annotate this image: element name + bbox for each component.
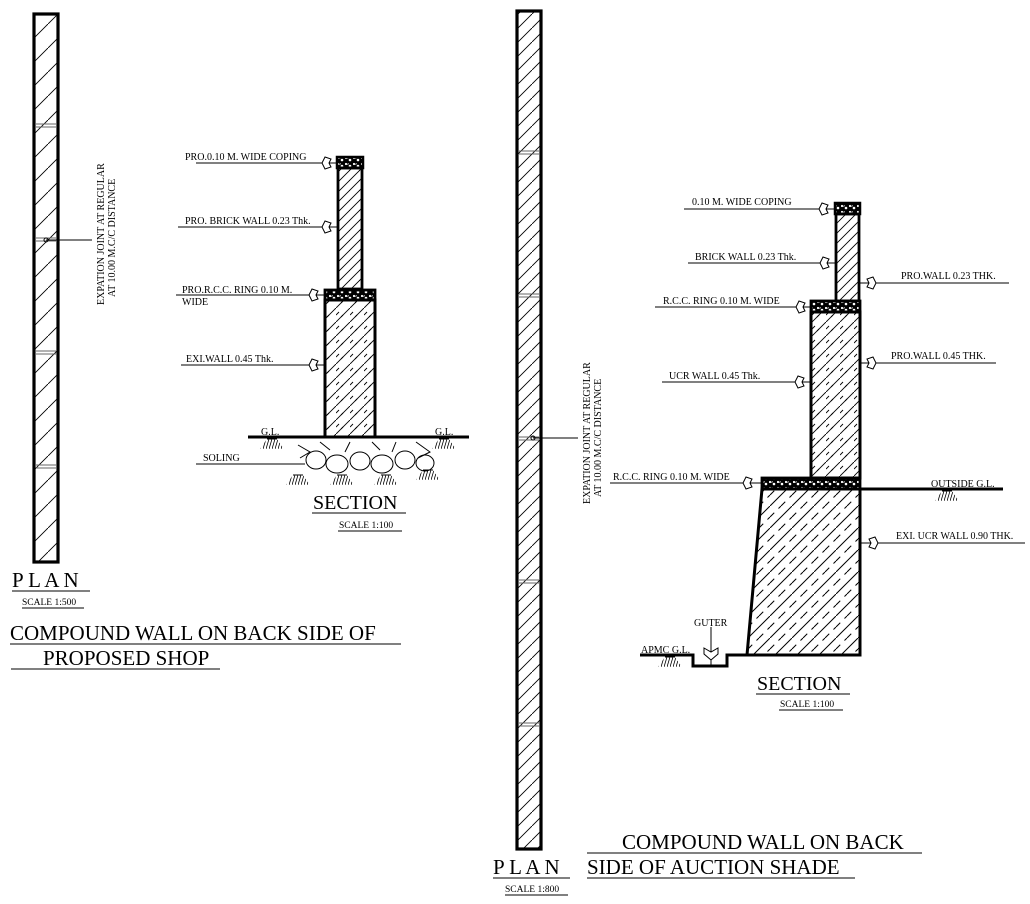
label-brick-wall: PRO. BRICK WALL 0.23 Thk. [185, 216, 311, 227]
label-coping: PRO.0.10 M. WIDE COPING [185, 152, 307, 163]
label-rcc-ring-line2: WIDE [182, 297, 208, 308]
caption-line1: COMPOUND WALL ON BACK SIDE OF [10, 621, 376, 645]
coping [833, 201, 862, 216]
label-ucr-wall: UCR WALL 0.45 Thk. [669, 371, 760, 382]
rcc-ring-lower [760, 476, 862, 491]
right-plan: EXPATION JOINT AT REGULAR AT 10.00 M.C/C… [493, 9, 604, 896]
joint-note-line2: AT 10.00 M.C/C DISTANCE [107, 179, 118, 297]
left-section: PRO.0.10 M. WIDE COPING PRO. BRICK WALL … [176, 152, 469, 532]
caption-line1: COMPOUND WALL ON BACK [622, 830, 904, 854]
label-outside-gl: OUTSIDE G.L. [931, 479, 995, 490]
label-rcc-ring-lower: R.C.C. RING 0.10 M. WIDE [613, 472, 730, 483]
label-gl-left: G.L. [261, 427, 279, 438]
expansion-joints [519, 150, 539, 727]
label-soling: SOLING [203, 453, 240, 464]
joint-marker-icon [530, 435, 536, 441]
label-apmc-gl: APMC G.L. [641, 645, 690, 656]
joint-note-line1: EXPATION JOINT AT REGULAR [582, 362, 593, 504]
right-caption: COMPOUND WALL ON BACK SIDE OF AUCTION SH… [587, 830, 922, 879]
rcc-ring-upper [809, 299, 862, 314]
soling-stones [297, 441, 435, 474]
coping [335, 155, 365, 170]
label-exi-wall: EXI.WALL 0.45 Thk. [186, 354, 274, 365]
left-plan: EXPATION JOINT AT REGULAR AT 10.00 M.C/C… [12, 12, 118, 609]
joint-marker-icon [43, 237, 49, 243]
label-guter: GUTER [694, 618, 728, 629]
label-pro-wall-045: PRO.WALL 0.45 THK. [891, 351, 986, 362]
section-scale: SCALE 1:100 [339, 521, 393, 531]
plan-scale: SCALE 1:800 [505, 885, 559, 895]
brick-wall [834, 212, 861, 303]
joint-note-line1: EXPATION JOINT AT REGULAR [96, 163, 107, 305]
plan-title: P L A N [493, 855, 560, 879]
label-pro-wall-023: PRO.WALL 0.23 THK. [901, 271, 996, 282]
label-brick-wall: BRICK WALL 0.23 Thk. [695, 252, 796, 263]
existing-wall [323, 298, 377, 439]
existing-ucr-wall [745, 487, 862, 657]
joint-note-line2: AT 10.00 M.C/C DISTANCE [593, 379, 604, 497]
section-scale: SCALE 1:100 [780, 700, 834, 710]
plan-wall-strip [32, 12, 60, 564]
ucr-wall [809, 310, 862, 480]
plan-title: P L A N [12, 568, 79, 592]
label-rcc-ring-line1: PRO.R.C.C. RING 0.10 M. [182, 285, 292, 296]
caption-line2: PROPOSED SHOP [43, 646, 209, 670]
label-rcc-ring-upper: R.C.C. RING 0.10 M. WIDE [663, 296, 780, 307]
caption-line2: SIDE OF AUCTION SHADE [587, 855, 840, 879]
right-section: 0.10 M. WIDE COPING BRICK WALL 0.23 Thk.… [610, 197, 1025, 711]
section-title: SECTION [757, 673, 841, 695]
left-caption: COMPOUND WALL ON BACK SIDE OF PROPOSED S… [10, 621, 401, 670]
label-coping: 0.10 M. WIDE COPING [692, 197, 792, 208]
plan-scale: SCALE 1:500 [22, 598, 76, 608]
gutter-arrow-icon [703, 647, 719, 661]
apmc-ground-gutter [640, 653, 747, 668]
label-exi-ucr-wall: EXI. UCR WALL 0.90 THK. [896, 531, 1013, 542]
brick-wall [336, 166, 364, 291]
label-gl-right: G.L. [435, 427, 453, 438]
section-title: SECTION [313, 492, 397, 514]
